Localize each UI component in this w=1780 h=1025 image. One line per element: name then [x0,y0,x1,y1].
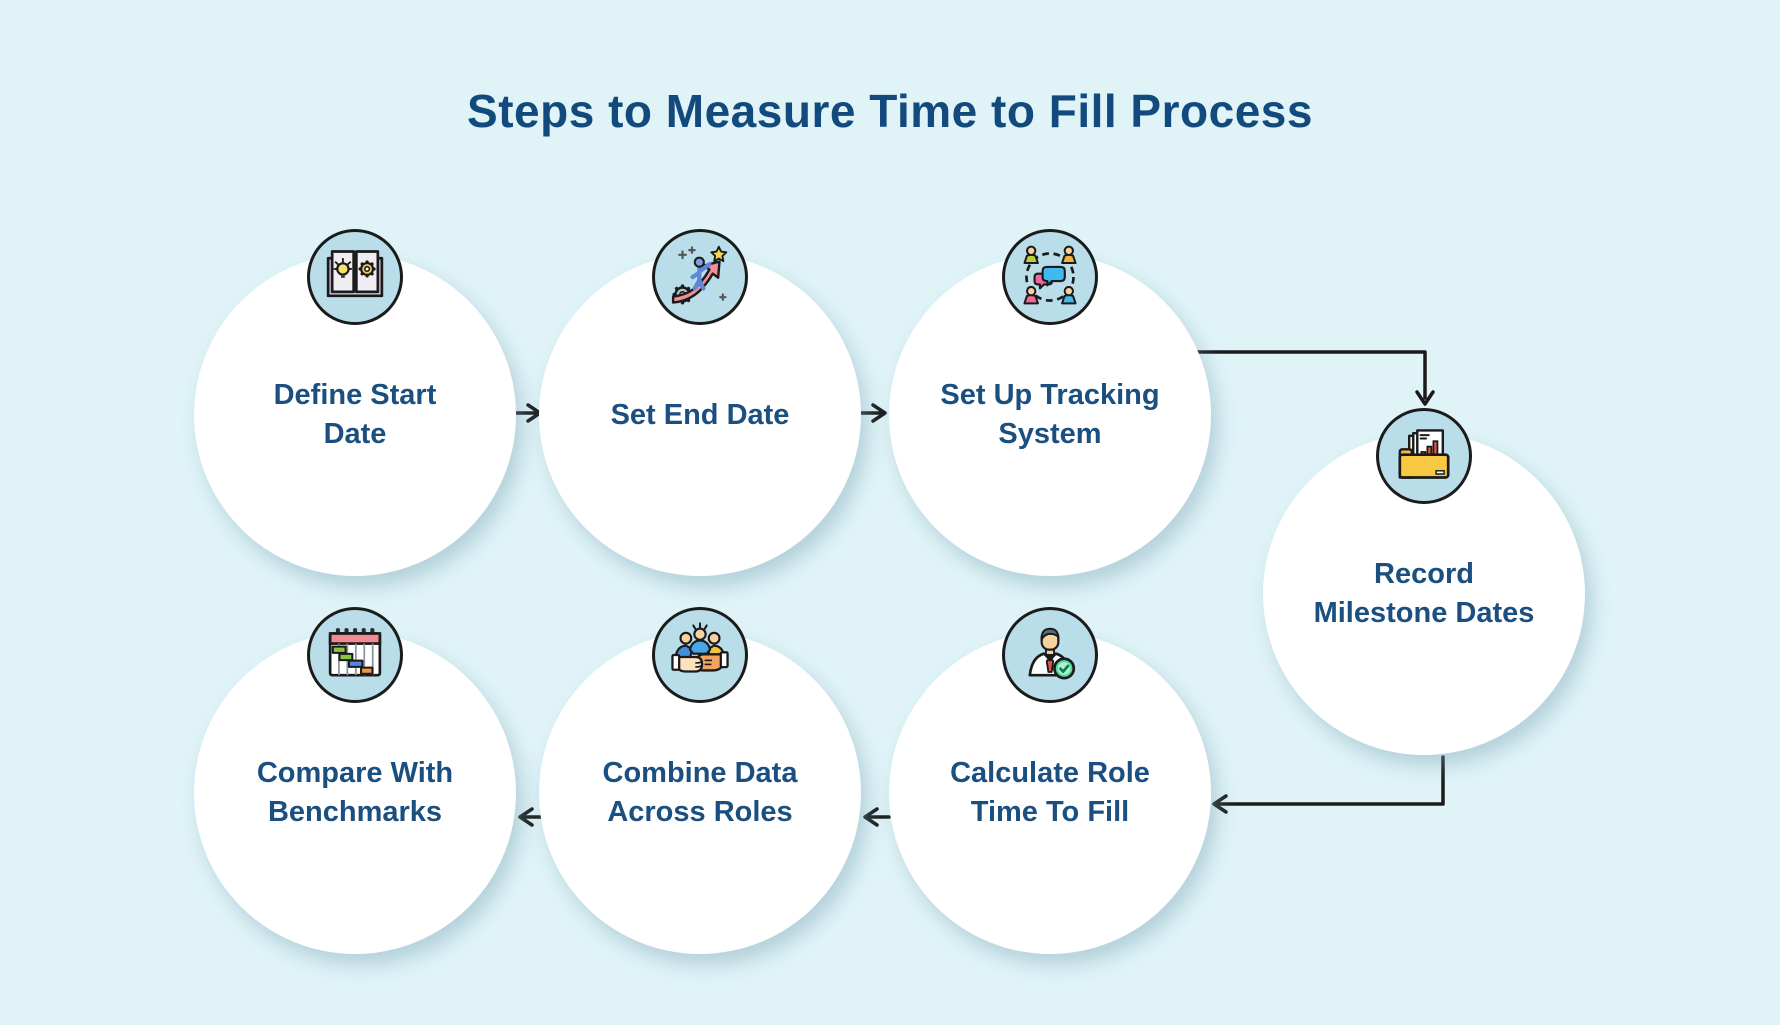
arrow-step4-step5 [1212,755,1445,814]
page-title: Steps to Measure Time to Fill Process [467,85,1313,137]
step-label: Compare With Benchmarks [194,632,516,954]
arrow-step5-step6 [863,807,891,827]
step-circle-set-up-tracking-system: Set Up Tracking System [889,229,1211,576]
step-label-line: Set End Date [610,398,790,431]
step-label: Record Milestone Dates [1263,433,1585,755]
folder-chart-icon [1398,429,1450,479]
step-label-line: System [998,418,1102,450]
step-icon-badge [307,229,403,325]
step-label-line: Calculate Role [950,757,1150,789]
step-label: Set End Date [539,254,861,576]
step-label-line: Date [323,418,387,450]
step-circle-define-start-date: Define Start Date [194,229,516,576]
handshake-icon [671,622,729,673]
step-label-line: Time To Fill [970,796,1130,828]
step-label-line: Define Start [273,379,437,411]
step-circle-calculate-role-time-to-fill: Calculate Role Time To Fill [889,607,1211,954]
step-label: Set Up Tracking System [889,254,1211,576]
step-icon-badge [307,607,403,703]
book-idea-icon [326,250,384,298]
gantt-calendar-icon [328,628,382,677]
step-label-line: Combine Data [602,757,798,789]
step-label: Calculate Role Time To Fill [889,632,1211,954]
step-icon-badge [652,229,748,325]
step-label-line: Benchmarks [267,796,443,828]
person-check-icon [1028,627,1076,680]
step-circle-combine-data-across-roles: Combine Data Across Roles [539,607,861,954]
step-circle-record-milestone-dates: Record Milestone Dates [1263,408,1585,755]
step-label: Define Start Date [194,254,516,576]
step-icon-badge [1002,607,1098,703]
step-icon-badge [1002,229,1098,325]
step-circle-compare-with-benchmarks: Compare With Benchmarks [194,607,516,954]
arrow-step1-step2 [512,403,542,423]
step-label-line: Set Up Tracking [940,379,1160,411]
growth-arrow-icon [671,245,728,305]
step-icon-badge [1376,408,1472,504]
step-label-line: Compare With [256,757,454,789]
step-icon-badge [652,607,748,703]
team-network-icon [1023,245,1077,305]
step-label: Combine Data Across Roles [539,632,861,954]
step-circle-set-end-date: Set End Date [539,229,861,576]
arrow-step3-step4 [1196,350,1435,406]
arrow-step2-step3 [857,403,887,423]
step-label-line: Milestone Dates [1313,597,1535,629]
step-label-line: Across Roles [607,796,793,828]
step-label-line: Record [1374,558,1474,590]
